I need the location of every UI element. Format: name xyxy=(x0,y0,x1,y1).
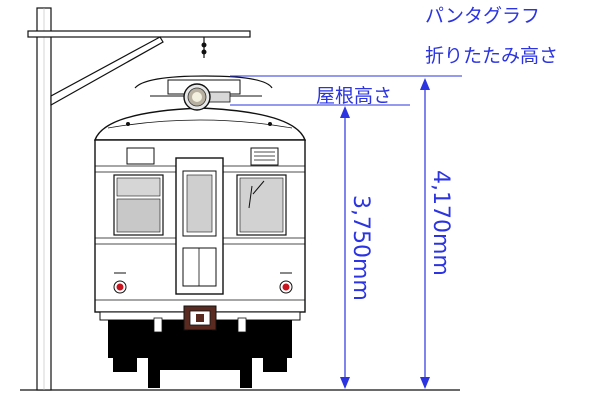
pantograph-label-line2: 折りたたみ高さ xyxy=(425,45,558,67)
left-window xyxy=(113,174,164,236)
pantograph-height-dimension xyxy=(420,78,430,389)
vent-grille xyxy=(250,147,279,166)
right-window xyxy=(236,174,287,236)
overhead-wire-hanger xyxy=(201,37,207,58)
roof-height-value: 3,750mm xyxy=(348,195,373,301)
coupler xyxy=(183,305,217,340)
pantograph-label-line1: パンタグラフ xyxy=(425,5,540,27)
catenary-arm xyxy=(27,30,251,107)
roof-height-dimension xyxy=(340,106,350,389)
headlight xyxy=(183,83,211,111)
pantograph-height-value: 4,170mm xyxy=(428,170,453,276)
train-car-front xyxy=(94,75,306,388)
tail-light-right xyxy=(279,272,293,294)
destination-sign xyxy=(126,147,155,165)
catenary-pole xyxy=(36,7,52,391)
tail-light-left xyxy=(113,272,127,294)
front-door xyxy=(175,157,224,295)
roof-height-label: 屋根高さ xyxy=(316,85,392,107)
